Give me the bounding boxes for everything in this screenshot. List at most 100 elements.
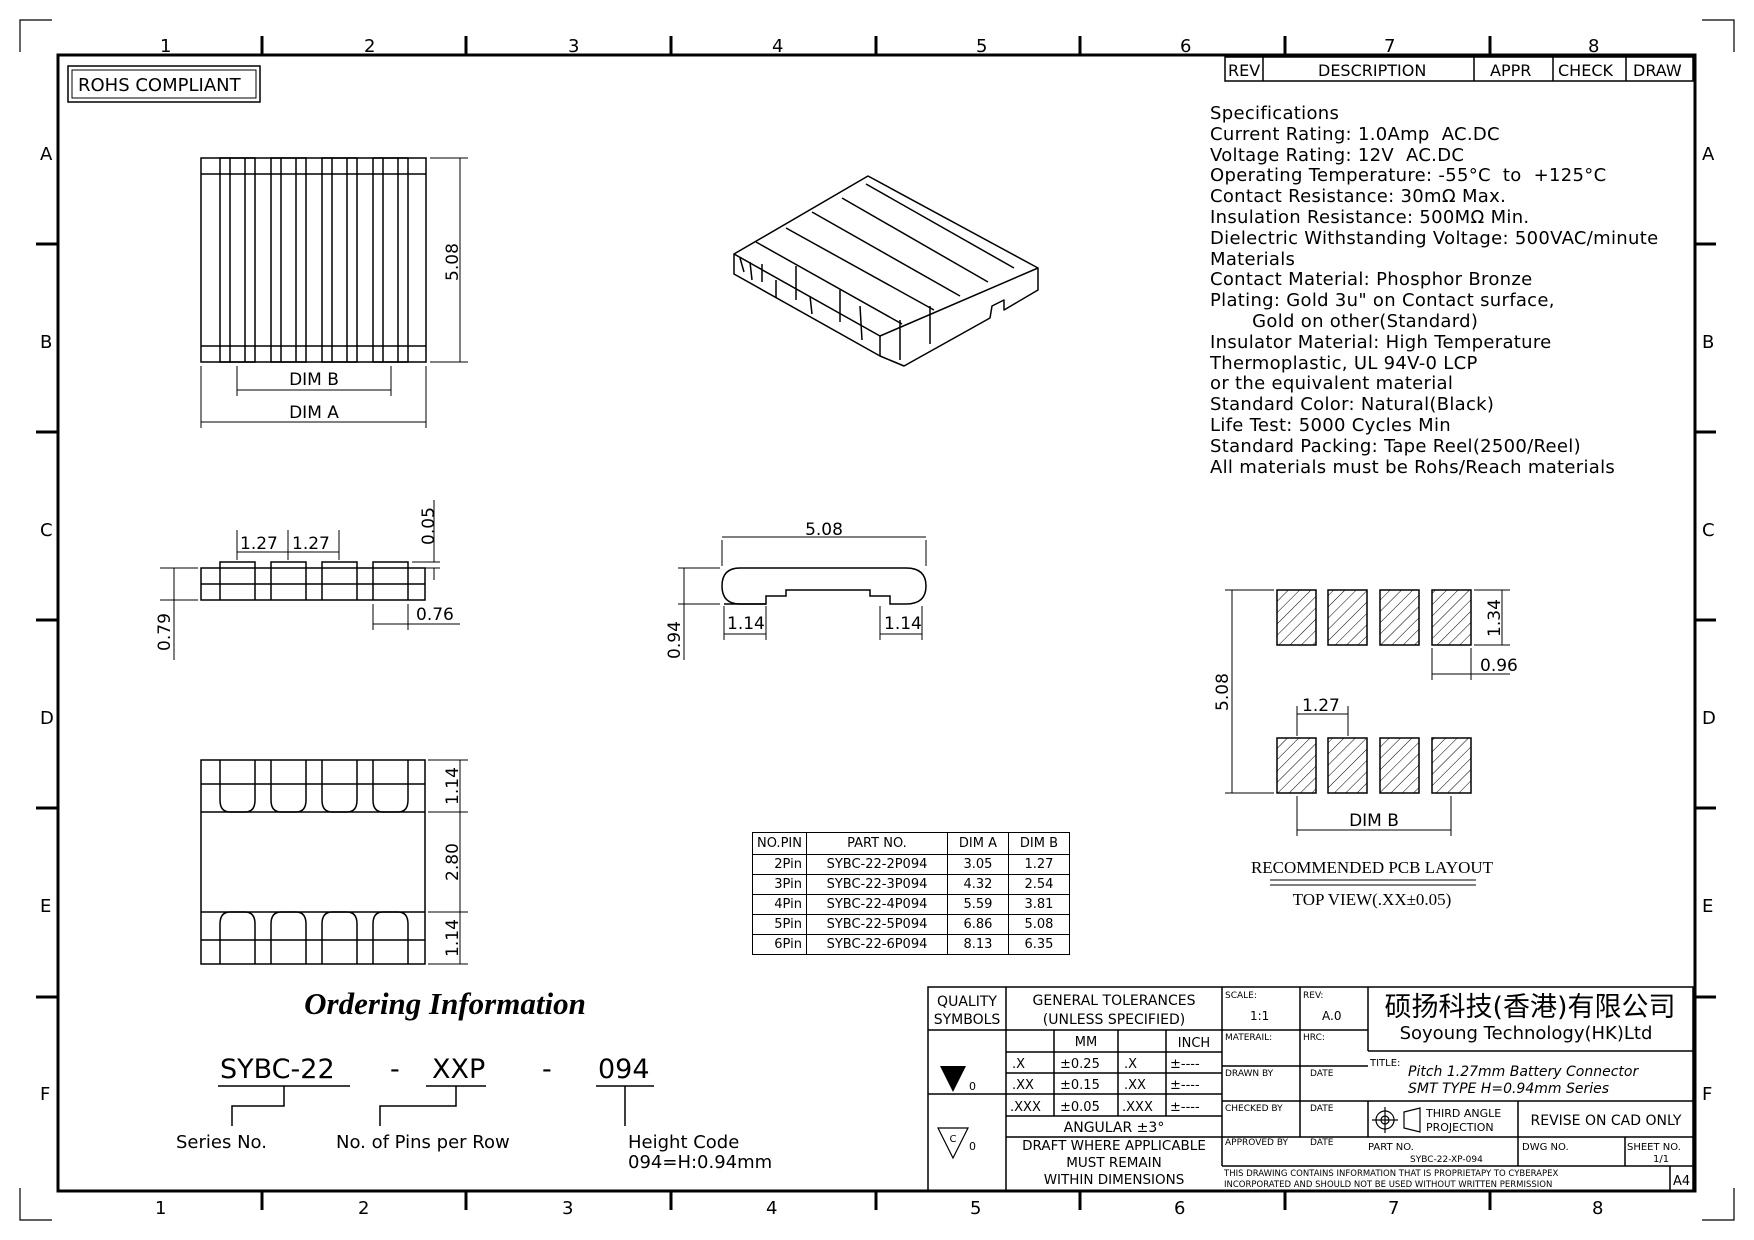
pcb-layout [1276,589,1472,794]
part-table-header: DIM B [1007,832,1070,855]
front-view-dims [160,500,460,660]
table-cell: SYBC-22-4P094 [805,894,948,915]
tolerance-title: GENERAL TOLERANCES [1033,993,1196,1009]
bottom-view [200,759,426,965]
dim-label: 0.79 [155,613,175,651]
table-cell: 4Pin [752,894,807,915]
tol-cell: .XXX [1010,1100,1041,1115]
col-number-top: 7 [1384,36,1395,57]
quality-symbols-label: QUALITY [937,994,997,1010]
table-cell: 2.54 [1007,874,1070,895]
tol-cell: .X [1124,1057,1137,1072]
spec-line: Plating: Gold 3u" on Contact surface, [1210,290,1555,312]
table-cell: 3Pin [752,874,807,895]
order-label-pins: No. of Pins per Row [336,1132,510,1153]
spec-line: Materials [1210,248,1296,270]
table-cell: 6Pin [752,934,807,955]
order-code-pins: XXP [432,1054,485,1085]
table-cell: SYBC-22-6P094 [805,934,948,955]
row-letter-right: C [1702,520,1715,541]
outline-triangle-icon [937,1127,969,1160]
side-view [721,567,927,605]
dim-label: 1.27 [240,534,278,554]
corner-marks [19,19,1735,1221]
table-cell: 5.59 [946,894,1009,915]
table-cell: 8.13 [946,934,1009,955]
row-letter-left: D [40,708,54,729]
projection-label: PROJECTION [1426,1121,1494,1134]
col-number-top: 4 [772,36,783,57]
spec-line: Dielectric Withstanding Voltage: 500VAC/… [1210,227,1659,249]
table-cell: 6.35 [1007,934,1070,955]
row-letter-left: F [40,1084,50,1105]
dim-label: 0.96 [1480,656,1518,676]
order-code-height: 094 [598,1054,650,1085]
table-cell: 3.05 [946,854,1009,875]
order-label-height-value: 094=H:0.94mm [628,1152,772,1173]
proprietary-notice: THIS DRAWING CONTAINS INFORMATION THAT I… [1223,1169,1558,1179]
order-label-height: Height Code [628,1132,739,1153]
tol-cell: .XX [1012,1078,1034,1093]
spec-line: Operating Temperature: -55°C to +125°C [1210,165,1607,187]
dim-label: DIM B [289,370,339,390]
part-table-header: DIM A [946,832,1009,855]
angular-tolerance: ANGULAR ±3° [1064,1120,1165,1136]
row-letter-right: D [1702,708,1716,729]
row-letter-right: B [1702,332,1714,353]
part-table-header: PART NO. [805,832,948,855]
order-label-series: Series No. [176,1132,267,1153]
dim-label: 5.08 [1213,673,1233,711]
spec-line: Specifications [1210,103,1340,124]
revise-note: REVISE ON CAD ONLY [1531,1113,1682,1129]
tolerance-mm-header: MM [1075,1035,1097,1050]
col-number-top: 3 [568,36,579,57]
tol-cell: .XX [1124,1078,1146,1093]
projection-label: THIRD ANGLE [1425,1107,1501,1120]
approved-by-label: APPROVED BY [1225,1138,1289,1148]
spec-line: Current Rating: 1.0Amp AC.DC [1210,123,1500,145]
top-view [200,157,427,363]
dim-label: 1.14 [727,614,765,634]
spec-line: Standard Packing: Tape Reel(2500/Reel) [1210,435,1581,457]
appr-header: APPR [1490,61,1531,80]
top-view-dims [200,157,468,428]
part-no-label: PART NO. [1368,1142,1414,1153]
rohs-badge: ROHS COMPLIANT [67,65,261,103]
sheet-size: A4 [1673,1174,1690,1189]
sheet-no-value: 1/1 [1653,1154,1669,1165]
col-number-top: 6 [1180,36,1191,57]
filled-triangle-icon [940,1066,966,1092]
drawing-title: Pitch 1.27mm Battery Connector [1408,1064,1639,1080]
spec-line: or the equivalent material [1210,373,1454,395]
rev-header: REV [1228,61,1260,80]
tolerance-inch-header: INCH [1178,1036,1210,1051]
spec-line: All materials must be Rohs/Reach materia… [1210,456,1616,478]
isometric-view [733,175,1039,367]
checked-by-label: CHECKED BY [1225,1104,1283,1114]
row-letter-right: E [1702,896,1713,917]
draft-note: DRAFT WHERE APPLICABLE [1022,1138,1206,1154]
quality-symbols-label: SYMBOLS [934,1012,1001,1028]
dim-label: DIM A [289,403,339,423]
dim-label: 1.14 [443,767,463,805]
tol-cell: ±0.15 [1060,1078,1100,1093]
dim-label: 5.08 [805,520,843,540]
col-number-bottom: 6 [1174,1198,1185,1219]
dim-label: 1.14 [443,919,463,957]
dim-label: 1.27 [292,534,330,554]
tol-cell: .XXX [1122,1100,1153,1115]
proprietary-notice: INCORPORATED AND SHOULD NOT BE USED WITH… [1224,1180,1552,1190]
row-letter-left: E [40,896,51,917]
sheet-no-label: SHEET NO. [1627,1142,1681,1153]
tol-cell: ±---- [1170,1100,1200,1115]
drawn-by-label: DRAWN BY [1225,1069,1274,1079]
dim-label: 1.14 [884,614,922,634]
spec-line: Gold on other(Standard) [1210,310,1479,332]
date-label: DATE [1310,1104,1334,1114]
spec-line: Insulation Resistance: 500MΩ Min. [1210,206,1530,228]
col-number-bottom: 4 [766,1198,777,1219]
quality-symbol-inner: C [950,1134,957,1145]
